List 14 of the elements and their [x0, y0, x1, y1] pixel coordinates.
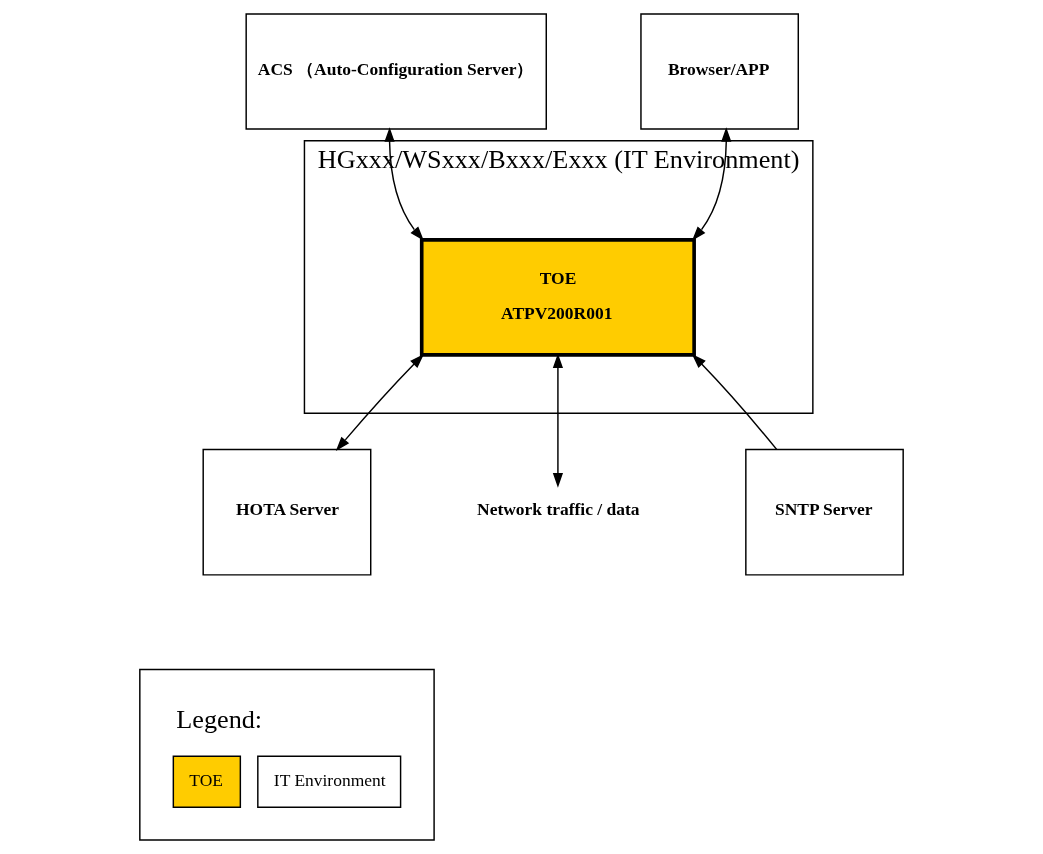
node-box: HOTA Server — [202, 448, 372, 576]
legend-label: IT Environment — [273, 770, 386, 791]
arrow — [691, 354, 778, 451]
arrow — [552, 353, 564, 488]
node-box: SNTP Server — [745, 448, 904, 576]
node-box: TOE ATPV200R001 — [419, 238, 696, 357]
label: Legend: — [176, 704, 263, 734]
legend-label: TOE — [189, 770, 224, 791]
node-box: ACS （Auto-Configuration Server） — [245, 13, 547, 130]
arrow — [384, 127, 424, 241]
arrow — [335, 354, 424, 452]
node-text: Network traffic / data — [477, 499, 640, 520]
node-box: Browser/APP — [640, 13, 799, 130]
arrow — [691, 127, 732, 241]
